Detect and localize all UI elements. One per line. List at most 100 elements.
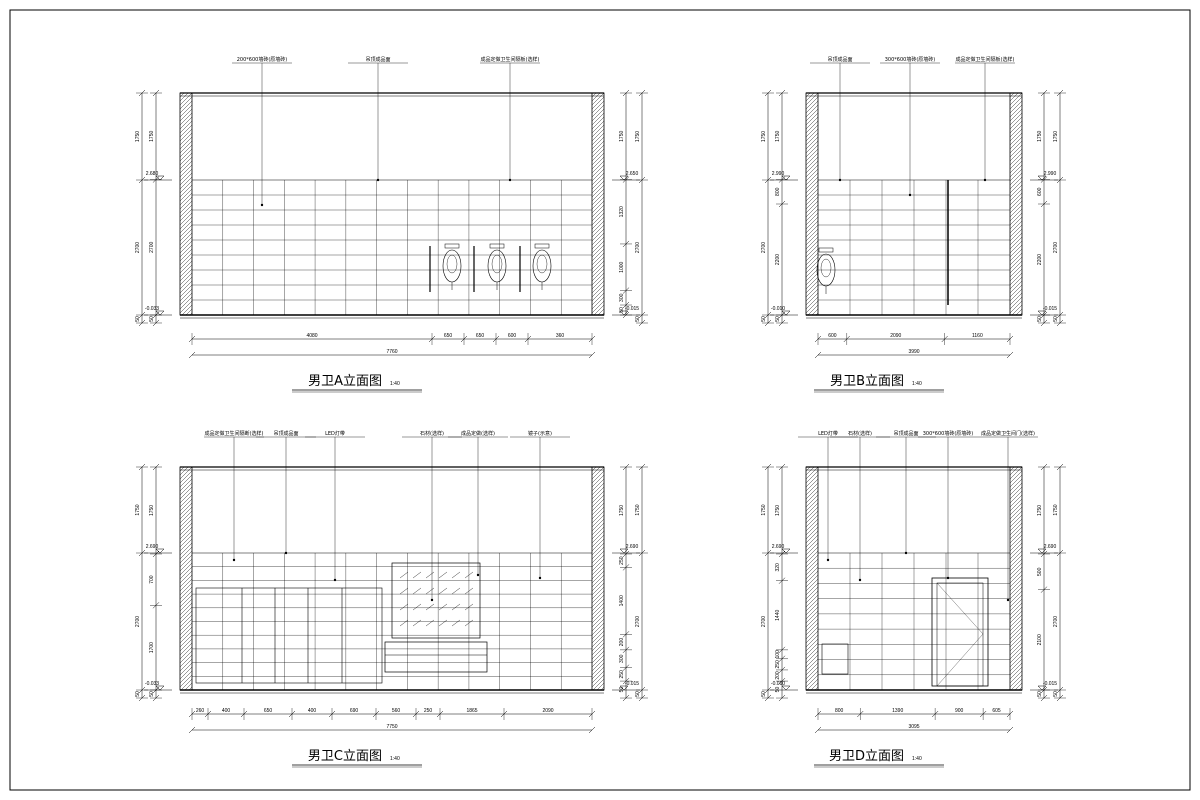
left-wall-hatch-line <box>806 140 818 154</box>
right-wall-hatch-line <box>1092 93 1200 315</box>
left-wall-hatch-line <box>230 93 452 315</box>
right-wall-hatch-line <box>1010 252 1022 266</box>
right-wall-hatch-line <box>1010 124 1022 138</box>
left-wall-hatch-line <box>983 467 1200 690</box>
dim-total-label: 7760 <box>386 349 397 355</box>
right-wall-hatch-line <box>1088 93 1200 315</box>
right-wall-hatch-line <box>749 467 972 690</box>
right-wall-hatch-line <box>1096 93 1200 315</box>
left-wall-hatch-line <box>806 642 818 656</box>
left-wall-hatch-line <box>258 93 480 315</box>
dim-left-outer-label: 1750 <box>135 504 141 515</box>
right-wall-hatch-line <box>726 93 948 315</box>
left-wall-hatch-line <box>377 467 600 690</box>
elevation-scale: 1:40 <box>390 756 400 762</box>
left-wall-hatch-line <box>920 93 1142 315</box>
right-wall-hatch-line <box>1018 686 1022 690</box>
right-wall-hatch-line <box>1010 646 1022 660</box>
dim-right-inner-label: 1400 <box>619 595 625 606</box>
left-wall-hatch-line <box>361 467 584 690</box>
callout-label: 吊顶成品面 <box>827 56 852 63</box>
left-wall-hatch-line <box>1008 93 1200 315</box>
level-right-bottom-label: -0.015 <box>625 681 639 687</box>
left-wall-hatch-line <box>317 467 540 690</box>
left-wall-hatch-line <box>806 196 818 210</box>
right-wall-hatch-line <box>1010 522 1022 536</box>
right-wall-hatch-line <box>1148 93 1200 315</box>
left-wall-hatch-line <box>806 228 818 242</box>
left-wall-hatch-line <box>249 467 472 690</box>
left-wall-hatch-line <box>277 467 500 690</box>
mirror-glint <box>425 619 435 627</box>
left-wall-hatch-line <box>806 646 818 660</box>
left-wall-hatch-line <box>806 578 818 592</box>
right-wall-hatch-line <box>592 156 604 170</box>
partition-frame <box>195 587 383 684</box>
dim-left-inner-label: 800 <box>775 187 781 196</box>
right-wall-hatch-line <box>734 93 956 315</box>
callout-label: 镜子(示意) <box>528 430 552 437</box>
left-wall-hatch-line <box>892 93 1114 315</box>
right-wall-hatch-line <box>592 228 604 242</box>
dim-right-inner-label: 1750 <box>619 505 625 516</box>
left-wall-hatch-line <box>180 224 192 238</box>
left-wall-hatch-line <box>180 248 192 262</box>
left-wall-hatch-line <box>349 467 572 690</box>
right-wall-hatch-line <box>1010 112 1022 126</box>
right-wall-hatch-line <box>592 284 604 298</box>
left-wall-hatch-line <box>246 93 468 315</box>
mirror-glint <box>464 571 474 579</box>
left-wall-hatch-line <box>880 93 1102 315</box>
right-wall-hatch-line <box>1091 467 1200 690</box>
callout-label: 300*600墙砖(原墙砖) <box>923 430 974 437</box>
left-wall-hatch-line <box>806 96 818 110</box>
dim-left-inner-label: 50 <box>149 691 155 697</box>
left-wall-hatch-line <box>839 467 1062 690</box>
right-wall-hatch-line <box>601 312 604 315</box>
left-wall-hatch-line <box>806 132 818 146</box>
right-wall-hatch-line <box>718 93 940 315</box>
left-wall-hatch-line <box>806 530 818 544</box>
right-wall-hatch-line <box>592 152 604 166</box>
right-wall-hatch-line <box>765 467 988 690</box>
right-wall-hatch-line <box>1128 93 1200 315</box>
right-wall-hatch-line <box>592 666 604 680</box>
left-wall-hatch-line <box>875 467 1098 690</box>
right-wall-hatch-line <box>1120 93 1200 315</box>
right-wall-hatch-line <box>713 467 936 690</box>
right-wall-hatch-line <box>1010 602 1022 616</box>
dim-left-outer-label: 2700 <box>761 616 767 627</box>
left-wall-hatch-line <box>301 467 524 690</box>
left-wall-hatch-line <box>180 630 192 644</box>
toilet-partitions <box>195 587 383 684</box>
left-wall-hatch-line <box>365 467 588 690</box>
right-wall-hatch-line <box>1040 93 1200 315</box>
right-wall-hatch-line <box>592 132 604 146</box>
right-wall-hatch-line <box>605 467 828 690</box>
left-wall-hatch-line <box>819 467 1042 690</box>
left-wall-hatch-line <box>180 168 192 182</box>
left-wall-hatch-line <box>357 467 580 690</box>
right-wall-hatch-line <box>592 136 604 150</box>
level-right-top-label: 2.690 <box>626 544 639 550</box>
mirror-glint <box>412 571 422 579</box>
right-wall-hatch-line <box>1184 93 1200 315</box>
callout-dot <box>858 578 862 582</box>
left-wall-hatch-line <box>180 514 192 528</box>
dim-right-inner-label: 250 <box>619 556 625 565</box>
left-wall-hatch-line <box>205 467 428 690</box>
right-wall-hatch-line <box>1010 642 1022 656</box>
door-frame <box>931 577 989 687</box>
right-wall-hatch-line <box>1010 550 1022 564</box>
mirror-glint <box>412 603 422 611</box>
right-wall-hatch-line <box>592 128 604 142</box>
level-right-bottom-label: -0.015 <box>1043 681 1057 687</box>
left-wall-hatch-line <box>345 467 568 690</box>
left-wall <box>805 466 1200 691</box>
